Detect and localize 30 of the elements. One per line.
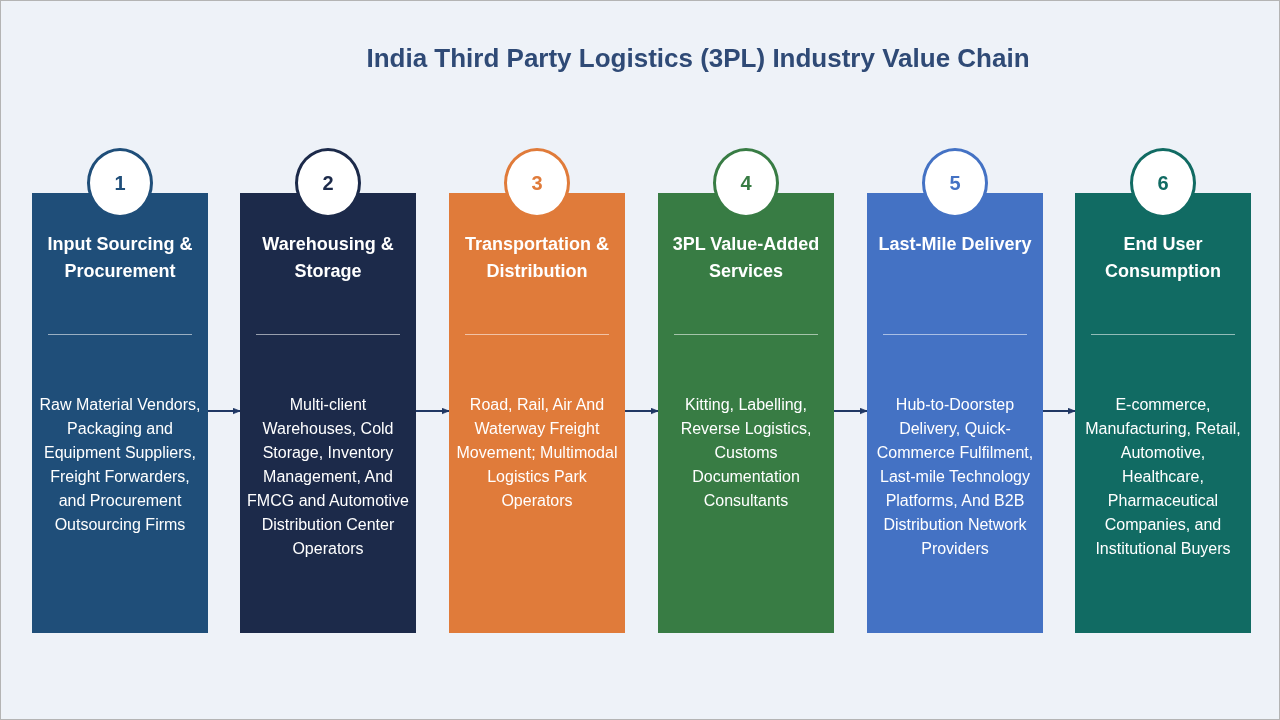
arrow [207,407,241,415]
step-description: Multi-client Warehouses, Cold Storage, Inventory Management, And FMCG and Automotive Distribution Center Operators [246,395,410,559]
arrow [624,407,659,415]
step-description: Kitting, Labelling, Reverse Logistics, Customs Documentation Consultants [679,395,813,511]
step-description: E-commerce, Manufacturing, Retail, Automotive, Healthcare, Pharmaceutical Companies, and Institutional Buyers [1084,395,1242,559]
step-number: 5 [949,171,961,195]
step-description: Road, Rail, Air And Waterway Freight Movement; Multimodal Logistics Park Operators [455,395,619,511]
step-column [867,193,1043,633]
arrow [833,407,868,415]
step-heading: Input Sourcing & Procurement [46,233,194,283]
step-number: 2 [322,171,334,195]
step-heading: End User Consumption [1104,233,1222,283]
step-number: 1 [114,171,126,195]
step-column [240,193,416,633]
arrow [1042,407,1076,415]
step-column [32,193,208,633]
step-heading: 3PL Value-Added Services [671,233,821,283]
step-column [449,193,625,633]
step-number: 3 [531,171,543,195]
step-heading: Transportation & Distribution [464,233,610,283]
step-description: Raw Material Vendors, Packaging and Equipment Suppliers, Freight Forwarders, and Procurement Outsourcing Firms [38,395,202,535]
diagram-title: India Third Party Logistics (3PL) Industry Value Chain [365,42,1031,75]
step-heading: Warehousing & Storage [261,233,395,283]
step-heading: Last-Mile Delivery [877,233,1033,256]
step-column [658,193,834,633]
step-column [1075,193,1251,633]
step-number: 4 [740,171,752,195]
step-description: Hub-to-Doorstep Delivery, Quick-Commerce Fulfilment, Last-mile Technology Platforms, And B2B Distribution Network Providers [875,395,1035,559]
step-number: 6 [1157,171,1169,195]
arrow [415,407,450,415]
